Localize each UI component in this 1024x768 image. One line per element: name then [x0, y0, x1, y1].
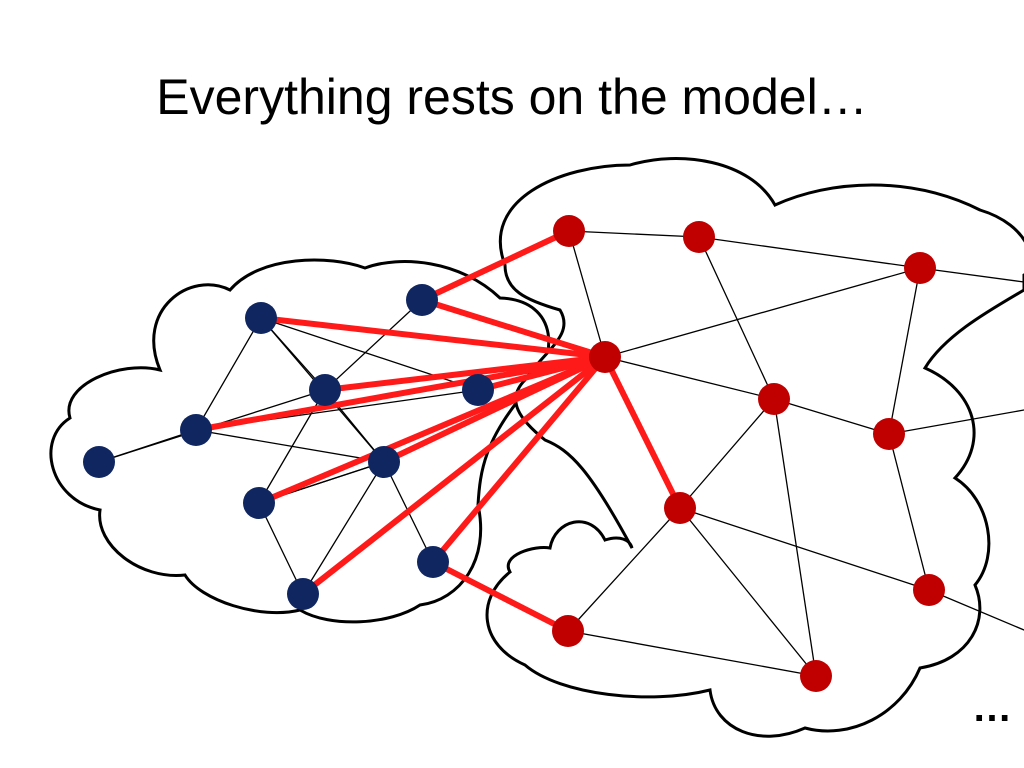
right-cluster-node	[589, 341, 621, 373]
slide-title: Everything rests on the model…	[156, 69, 868, 125]
cross-cluster-edge	[430, 354, 608, 565]
right-cluster-node	[664, 492, 696, 524]
left-cluster-node	[406, 284, 438, 316]
cross-cluster-edge	[300, 354, 608, 597]
right-cluster-edge	[568, 230, 606, 358]
left-cluster-edge	[302, 461, 385, 595]
cross-cluster-edge	[193, 354, 608, 433]
right-cluster-edge	[928, 589, 1024, 631]
right-cluster-edge	[698, 236, 921, 269]
right-cluster-node	[873, 418, 905, 450]
cross-edges	[193, 228, 683, 634]
right-cluster-node	[758, 383, 790, 415]
right-cluster-node	[683, 221, 715, 253]
right-cluster-edge	[919, 267, 1024, 283]
left-cluster-node	[83, 446, 115, 478]
cross-cluster-edge	[602, 354, 683, 511]
cross-cluster-edge	[419, 297, 608, 360]
right-cluster-edge	[567, 507, 681, 632]
left-cluster-cloud	[49, 258, 551, 624]
right-cluster-edge	[604, 356, 775, 400]
left-cluster-node	[287, 578, 319, 610]
left-cluster-node	[417, 546, 449, 578]
left-cluster-node	[309, 374, 341, 406]
left-cluster-edge	[258, 502, 304, 595]
continuation-ellipsis: …	[972, 686, 1012, 730]
left-cluster-edge	[195, 317, 262, 431]
left-cluster-node	[180, 414, 212, 446]
right-cluster-edge	[888, 433, 930, 591]
right-cluster-node	[913, 574, 945, 606]
right-cluster-edge	[773, 398, 890, 435]
right-cluster-edge	[888, 409, 1024, 435]
right-cluster-edge	[888, 267, 921, 435]
right-cluster-node	[552, 615, 584, 647]
right-cluster-edge	[773, 398, 817, 677]
left-cluster-edge	[260, 317, 326, 391]
cross-cluster-edge	[475, 354, 608, 393]
right-cluster-edge	[568, 230, 700, 238]
right-cluster-node	[553, 215, 585, 247]
right-cluster-node	[904, 252, 936, 284]
right-cluster-edge	[604, 267, 921, 358]
left-cluster-node	[243, 487, 275, 519]
right-cluster-edge	[567, 630, 817, 677]
right-cluster-node	[800, 660, 832, 692]
cross-cluster-edge	[322, 354, 608, 393]
cluster-clouds	[49, 156, 1024, 738]
right-cluster-edge	[679, 507, 930, 591]
right-cluster-edge	[679, 398, 775, 509]
right-cluster-cloud	[485, 156, 1024, 738]
cross-cluster-edge	[258, 315, 608, 360]
left-cluster-edge	[324, 299, 423, 391]
right-cluster-edge	[679, 507, 817, 677]
left-cluster-node	[462, 374, 494, 406]
right-cluster-edge	[698, 236, 775, 400]
left-cluster-edge	[195, 429, 385, 463]
cross-cluster-edge	[430, 559, 571, 634]
graph-nodes	[83, 215, 945, 692]
left-cluster-node	[368, 446, 400, 478]
left-cluster-node	[245, 302, 277, 334]
cross-cluster-edge	[419, 228, 572, 303]
cross-cluster-edge	[256, 354, 608, 506]
